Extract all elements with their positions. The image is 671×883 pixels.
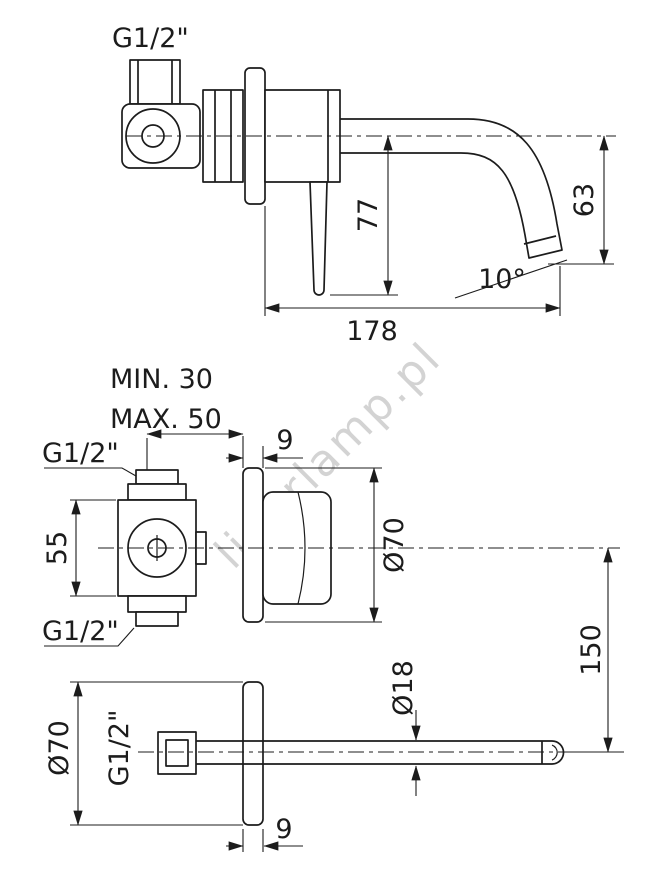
min-depth-label: MIN. 30: [110, 364, 213, 395]
dim-handle-height-label: 77: [353, 198, 384, 232]
aerator-line: [523, 235, 557, 245]
spout-angle-label: 10°: [478, 264, 526, 295]
spout-tube-front: [196, 740, 565, 765]
spout-angle: 10°: [454, 259, 568, 299]
dim-spout-plate-diameter: Ø70: [44, 681, 243, 826]
body-height-label: 55: [42, 531, 73, 565]
max-depth-label: MAX. 50: [110, 404, 222, 435]
dim-handle-height: 77: [330, 135, 398, 296]
dim-spout-drop-label: 63: [569, 183, 600, 217]
plate-diameter-label: Ø70: [379, 517, 410, 573]
spout-tube: [329, 118, 563, 259]
dim-spout-drop: 63: [548, 135, 614, 265]
plate-offset-top-label: 9: [276, 425, 293, 456]
dim-tube-diameter: Ø18: [388, 660, 421, 796]
spout-wall-plate: [242, 681, 264, 826]
spout-thread-label: G1/2": [104, 710, 135, 787]
dim-plate-diameter: Ø70: [265, 467, 410, 623]
dim-plate-offset-top: 9: [226, 425, 303, 468]
thread-bottom-leader: [44, 627, 135, 647]
dim-spout-reach: 178: [264, 206, 561, 347]
faucet-side-profile: [121, 59, 563, 296]
dim-plate-offset-bottom: 9: [226, 814, 303, 852]
dim-body-height: 55: [42, 499, 116, 597]
front-thread-bottom-label: G1/2": [42, 616, 119, 647]
spout-plate-diameter-label: Ø70: [44, 720, 75, 776]
top-view: G1/2" 77 63 10° 178: [112, 23, 616, 347]
top-thread-label: G1/2": [112, 23, 189, 54]
spout-view: Ø70 G1/2" Ø18 9: [44, 660, 624, 852]
front-thread-top-label: G1/2": [42, 438, 119, 469]
tube-diameter-label: Ø18: [388, 660, 419, 716]
spout-wall-fitting: [157, 731, 197, 775]
thread-top-leader: [44, 467, 137, 477]
handle-lever: [309, 181, 328, 296]
dim-spout-reach-label: 178: [346, 316, 398, 347]
installation-depth-note: MIN. 30 MAX. 50: [110, 364, 244, 472]
spout-spacing-label: 150: [576, 624, 607, 676]
plate-offset-bottom-label: 9: [275, 814, 292, 845]
wall-plate-assembly: [242, 467, 332, 623]
dim-spout-spacing: 150: [572, 547, 618, 753]
front-view: G1/2" G1/2" 9 Ø70 55 150: [42, 425, 620, 753]
